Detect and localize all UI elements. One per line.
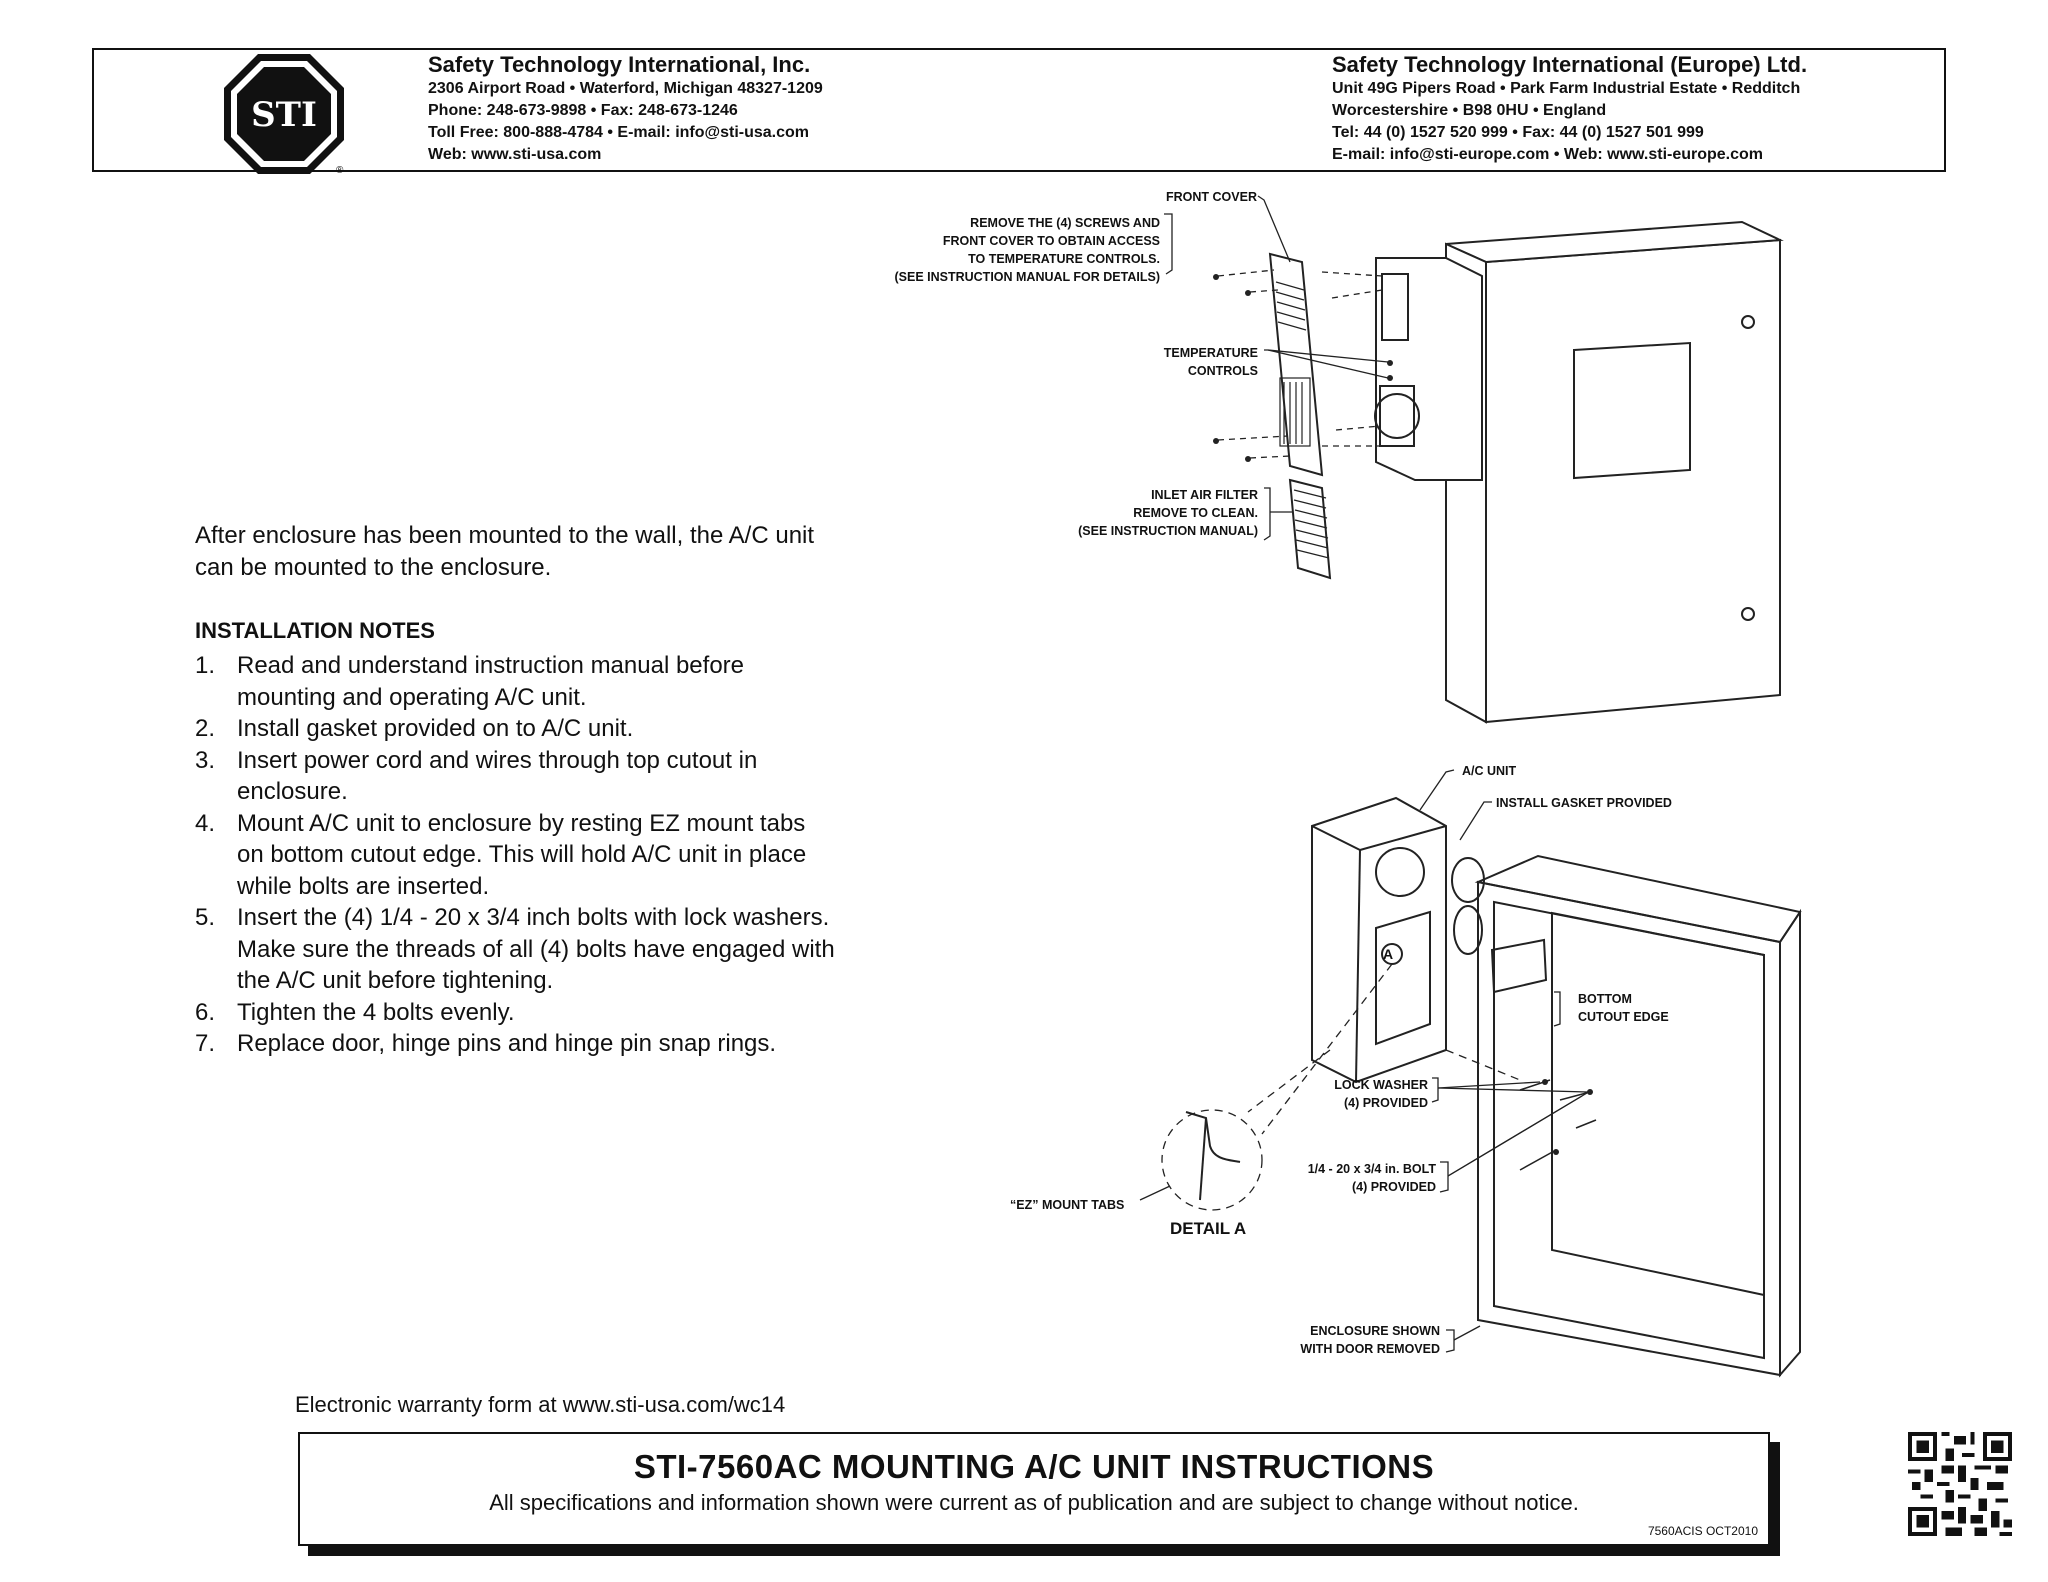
logo-text: STI bbox=[251, 95, 317, 135]
us-tollfree: Toll Free: 800-888-4784 • E-mail: info@s… bbox=[428, 124, 810, 141]
ac-unit-bottom bbox=[1311, 796, 1447, 1084]
enclosure-front bbox=[1485, 238, 1781, 724]
list-item: 2.Install gasket provided on to A/C unit… bbox=[195, 715, 634, 742]
header-box bbox=[92, 48, 1946, 172]
sti-logo: STI ® bbox=[224, 54, 344, 176]
eu-address: Unit 49G Pipers Road • Park Farm Industr… bbox=[1332, 80, 1801, 97]
list-item: 7.Replace door, hinge pins and hinge pin… bbox=[195, 1030, 777, 1057]
label-enclosure: ENCLOSURE SHOWN WITH DOOR REMOVED bbox=[1300, 1324, 1440, 1356]
label-bolt: 1/4 - 20 x 3/4 in. BOLT (4) PROVIDED bbox=[1307, 1162, 1436, 1194]
page-title: STI-7560AC MOUNTING A/C UNIT INSTRUCTION… bbox=[633, 1448, 1435, 1485]
us-address: 2306 Airport Road • Waterford, Michigan … bbox=[428, 80, 823, 97]
detail-a-marker: A bbox=[1383, 946, 1394, 962]
us-phone: Phone: 248-673-9898 • Fax: 248-673-1246 bbox=[428, 102, 738, 119]
label-ac-unit: A/C UNIT bbox=[1462, 764, 1517, 778]
eu-region: Worcestershire • B98 0HU • England bbox=[1332, 102, 1607, 119]
label-remove-screws: REMOVE THE (4) SCREWS AND FRONT COVER TO… bbox=[894, 216, 1160, 284]
list-item: 4.Mount A/C unit to enclosure by resting… bbox=[195, 809, 807, 900]
document-code: 7560ACIS OCT2010 bbox=[1647, 1524, 1758, 1538]
us-company-name: Safety Technology International, Inc. bbox=[428, 52, 811, 77]
eu-web: E-mail: info@sti-europe.com • Web: www.s… bbox=[1332, 146, 1764, 163]
ac-unit-top bbox=[1375, 257, 1483, 481]
eu-phone: Tel: 44 (0) 1527 520 999 • Fax: 44 (0) 1… bbox=[1332, 124, 1704, 141]
list-item: 3.Insert power cord and wires through to… bbox=[195, 746, 758, 806]
label-detail-a: DETAIL A bbox=[1170, 1219, 1247, 1238]
us-web: Web: www.sti-usa.com bbox=[428, 146, 602, 163]
list-item: 5.Insert the (4) 1/4 - 20 x 3/4 inch bol… bbox=[195, 904, 835, 994]
list-item: 6.Tighten the 4 bolts evenly. bbox=[195, 998, 515, 1026]
label-lock-washer: LOCK WASHER (4) PROVIDED bbox=[1334, 1078, 1428, 1110]
label-ez-tabs: “EZ” MOUNT TABS bbox=[1010, 1198, 1125, 1212]
us-contact: Safety Technology International, Inc. 23… bbox=[428, 52, 988, 166]
footer-box: STI-7560AC MOUNTING A/C UNIT INSTRUCTION… bbox=[298, 1432, 1770, 1546]
label-bottom-cutout: BOTTOM CUTOUT EDGE bbox=[1578, 992, 1669, 1024]
enclosure-open-frame bbox=[1477, 880, 1781, 1377]
label-front-cover: FRONT COVER bbox=[1166, 190, 1257, 204]
door-window bbox=[1573, 341, 1691, 480]
label-temperature-controls: TEMPERATURE CONTROLS bbox=[1163, 346, 1258, 378]
warranty-note: Electronic warranty form at www.sti-usa.… bbox=[295, 1392, 786, 1417]
detail-a-circle bbox=[1161, 1109, 1263, 1211]
eu-company-name: Safety Technology International (Europe)… bbox=[1332, 52, 1808, 77]
eu-contact: Safety Technology International (Europe)… bbox=[1332, 52, 1932, 166]
intro-text: After enclosure has been mounted to the … bbox=[195, 522, 815, 581]
bottom-cutout bbox=[1490, 938, 1548, 994]
inlet-filter bbox=[1288, 478, 1332, 580]
svg-text:®: ® bbox=[336, 165, 344, 176]
qr-code-icon bbox=[1908, 1432, 2012, 1536]
front-cover bbox=[1268, 252, 1324, 477]
disclaimer: All specifications and information shown… bbox=[489, 1490, 1579, 1515]
notes-list: 1.Read and understand instruction manual… bbox=[195, 650, 835, 1060]
notes-heading: INSTALLATION NOTES bbox=[195, 618, 435, 643]
list-item: 1.Read and understand instruction manual… bbox=[195, 652, 744, 711]
label-inlet-filter: INLET AIR FILTER REMOVE TO CLEAN. (SEE I… bbox=[1078, 488, 1258, 538]
label-gasket: INSTALL GASKET PROVIDED bbox=[1496, 796, 1672, 810]
